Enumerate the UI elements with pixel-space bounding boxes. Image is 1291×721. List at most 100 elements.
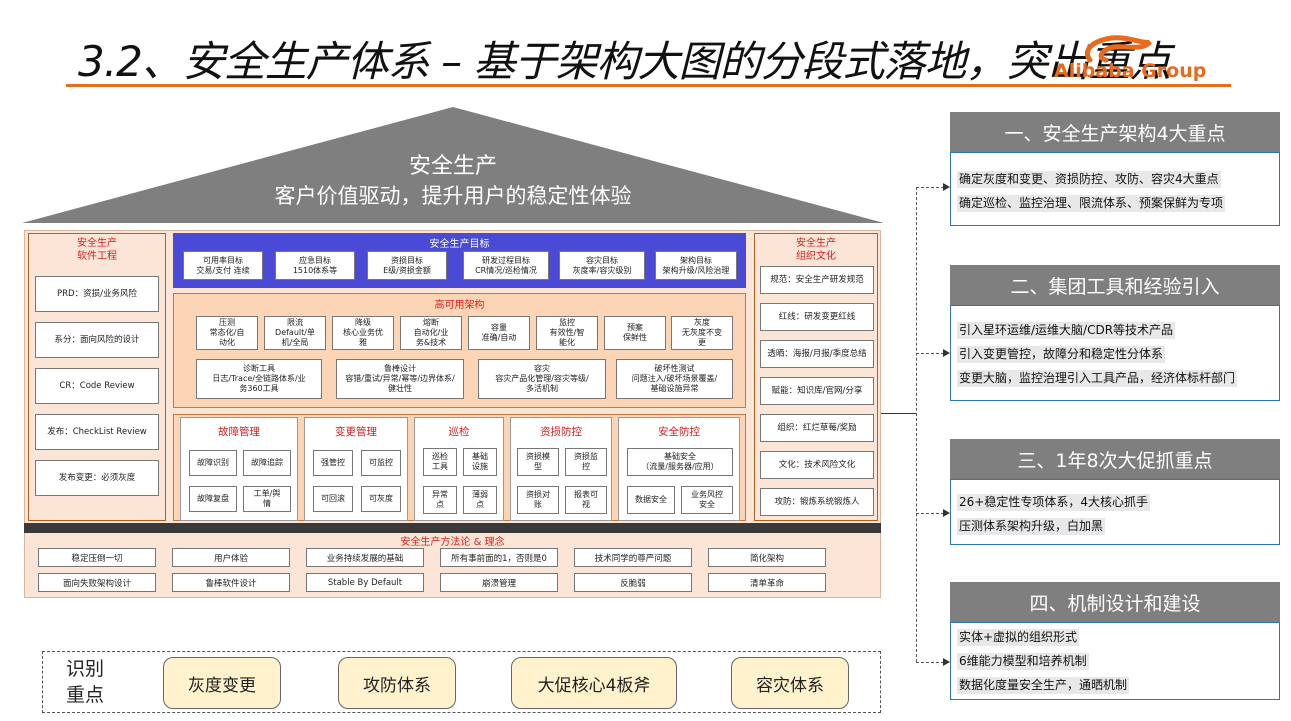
method-item: 简化架构	[708, 548, 826, 567]
focus-pill: 灰度变更	[163, 657, 281, 709]
focus-line: 6维能力模型和培养机制	[957, 653, 1089, 670]
focus-body-4: 实体+虚拟的组织形式 6维能力模型和培养机制 数据化度量安全生产，通晒机制	[950, 622, 1280, 700]
ha-item: 监控有效性/智能化	[536, 316, 598, 350]
method-item: 鲁棒软件设计	[172, 573, 290, 592]
ha-item: 降级核心业务优雅	[332, 316, 394, 350]
ha-title: 高可用架构	[434, 300, 485, 311]
focus-line: 实体+虚拟的组织形式	[957, 629, 1080, 646]
right-panel-title: 安全生产组织文化	[796, 238, 836, 262]
group-item: 可灰度	[361, 486, 401, 512]
group-inspection: 巡检 巡检工具 基础设施 异常点 薄弱点	[414, 417, 504, 521]
group-item: 薄弱点	[463, 486, 497, 514]
method-item: 业务持续发展的基础	[306, 548, 424, 567]
right-item: 规范：安全生产研发规范	[760, 266, 874, 294]
ha-item: 预案保鲜性	[604, 316, 666, 350]
arrow-icon	[943, 349, 950, 357]
method-item: Stable By Default	[306, 573, 424, 592]
group-item: 可监控	[361, 450, 401, 476]
method-item: 崩溃管理	[440, 573, 558, 592]
method-item: 面向失败架构设计	[38, 573, 156, 592]
focus-pill: 攻防体系	[338, 657, 456, 709]
group-fault: 故障管理 故障识别 故障追踪 故障复盘 工单/舆情	[180, 417, 298, 521]
left-item: CR：Code Review	[35, 368, 159, 404]
group-item: 基础设施	[463, 448, 497, 476]
bracket-line	[916, 187, 917, 662]
left-item: PRD：资损/业务风险	[35, 276, 159, 312]
group-item: 业务风控安全	[681, 486, 733, 514]
group-title: 巡检	[448, 426, 470, 438]
method-item: 清单革命	[708, 573, 826, 592]
group-title: 资损防控	[540, 426, 582, 438]
arrow-icon	[943, 509, 950, 517]
group-item: 报表可视	[565, 486, 607, 514]
focus-line: 引入变更管控，故障分和稳定性分体系	[957, 346, 1166, 363]
ha-item-wide: 鲁棒设计容错/重试/异常/幂等/边界体系/健壮性	[336, 359, 464, 399]
arrow-icon	[943, 183, 950, 191]
roof-line2: 客户价值驱动，提升用户的稳定性体验	[274, 184, 632, 208]
focus-line: 引入星环运维/运维大脑/CDR等技术产品	[957, 322, 1176, 339]
group-title: 故障管理	[218, 426, 260, 438]
right-item: 攻防：锻炼系统锻炼人	[760, 488, 874, 516]
group-title: 变更管理	[335, 426, 377, 438]
focus-pill: 大促核心4板斧	[511, 657, 677, 709]
identify-box	[42, 651, 881, 713]
methodology-bar	[24, 523, 881, 533]
page-title: 3.2、安全生产体系 – 基于架构大图的分段式落地，突出重点	[78, 37, 1171, 86]
goal-item: 架构目标架构升级/风险治理	[655, 251, 737, 280]
right-item: 组织：红烂草莓/奖励	[760, 414, 874, 442]
group-item: 资损模型	[517, 448, 559, 476]
ha-item-wide: 容灾容灾产品化管理/容灾等级/多活机制	[478, 359, 606, 399]
right-item: 赋能：知识库/官网/分享	[760, 377, 874, 405]
focus-line: 压测体系架构升级，白加黑	[957, 518, 1106, 535]
goals-title: 安全生产目标	[429, 239, 490, 250]
focus-head-4: 四、机制设计和建设	[950, 582, 1280, 622]
ha-item: 灰度无灰度不变更	[671, 316, 733, 350]
method-item: 技术同学的尊严问题	[574, 548, 692, 567]
ha-item-wide: 诊断工具日志/Trace/全链路体系/业务360工具	[196, 359, 322, 399]
group-loss-prevention: 资损防控 资损模型 资损监控 资损对账 报表可视	[510, 417, 612, 521]
right-panel: 安全生产组织文化 规范：安全生产研发规范 红线：研发变更红线 透晒：海报/月报/…	[754, 233, 878, 521]
focus-body-2: 引入星环运维/运维大脑/CDR等技术产品 引入变更管控，故障分和稳定性分体系 变…	[950, 305, 1280, 401]
focus-pill: 容灾体系	[731, 657, 849, 709]
focus-line: 确定灰度和变更、资损防控、攻防、容灾4大重点	[957, 171, 1221, 188]
alibaba-logo: Alibaba Group	[1050, 30, 1230, 84]
bracket-branch	[916, 662, 944, 663]
ha-item: 容量准确/自动	[468, 316, 530, 350]
group-item: 工单/舆情	[243, 486, 291, 512]
methodology-title: 安全生产方法论 & 理念	[400, 537, 505, 548]
focus-line: 确定巡检、监控治理、限流体系、预案保鲜为专项	[957, 195, 1226, 212]
focus-line: 26+稳定性专项体系，4大核心抓手	[957, 494, 1150, 511]
method-item: 用户体验	[172, 548, 290, 567]
group-item: 异常点	[423, 486, 457, 514]
group-item: 资损监控	[565, 448, 607, 476]
focus-body-1: 确定灰度和变更、资损防控、攻防、容灾4大重点 确定巡检、监控治理、限流体系、预案…	[950, 152, 1280, 226]
focus-line: 变更大脑，监控治理引入工具产品，经济体标杆部门	[957, 370, 1238, 387]
group-item: 强管控	[313, 450, 353, 476]
left-item: 发布变更：必须灰度	[35, 460, 159, 496]
management-groups: 故障管理 故障识别 故障追踪 故障复盘 工单/舆情 变更管理 强管控 可监控 可…	[173, 414, 746, 521]
method-item: 所有事前面的1，否则是0	[440, 548, 558, 567]
right-item: 透晒：海报/月报/季度总结	[760, 340, 874, 368]
left-item: 系分：面向风险的设计	[35, 322, 159, 358]
bracket-branch	[916, 353, 944, 354]
bracket-branch	[916, 513, 944, 514]
roof-triangle	[22, 107, 884, 223]
group-security: 安全防控 基础安全（流量/服务器/应用） 数据安全 业务风控安全	[618, 417, 740, 521]
focus-head-2: 二、集团工具和经验引入	[950, 265, 1280, 305]
ha-item: 压测常态化/自动化	[196, 316, 258, 350]
alibaba-smile-icon	[1085, 35, 1152, 63]
bracket-branch	[916, 187, 944, 188]
arrow-icon	[943, 658, 950, 666]
group-item: 资损对账	[517, 486, 559, 514]
group-item: 故障识别	[189, 450, 237, 476]
group-title: 安全防控	[658, 426, 700, 438]
right-item: 文化：技术风险文化	[760, 451, 874, 479]
ha-item: 熔断自动化/业务&技术	[400, 316, 462, 350]
group-item: 故障追踪	[243, 450, 291, 476]
